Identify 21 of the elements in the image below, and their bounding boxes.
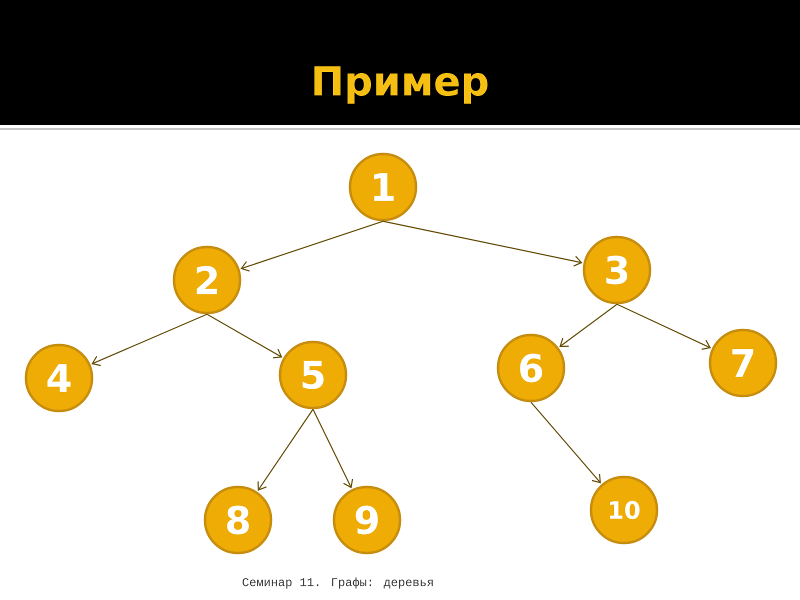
arrow	[382, 220, 582, 267]
tree-node: 9	[332, 486, 402, 554]
tree-node: 2	[172, 246, 242, 314]
tree-node: 7	[708, 328, 778, 398]
footer-caption: Семинар 11. Графы: деревья	[242, 577, 433, 589]
arrow	[559, 304, 618, 348]
arrow	[258, 408, 314, 491]
tree-node: 3	[582, 236, 652, 304]
tree-node: 5	[278, 340, 348, 410]
arrow	[206, 314, 282, 358]
tree-node: 1	[348, 152, 418, 222]
tree-node: 4	[24, 344, 94, 412]
arrow	[240, 220, 384, 272]
arrow	[91, 314, 208, 366]
tree-node: 10	[590, 476, 658, 544]
tree-node: 6	[496, 334, 566, 402]
arrow	[530, 402, 601, 484]
arrow	[616, 304, 712, 350]
tree-node: 8	[204, 486, 272, 554]
arrow	[312, 409, 354, 488]
title: Пример	[314, 66, 488, 104]
